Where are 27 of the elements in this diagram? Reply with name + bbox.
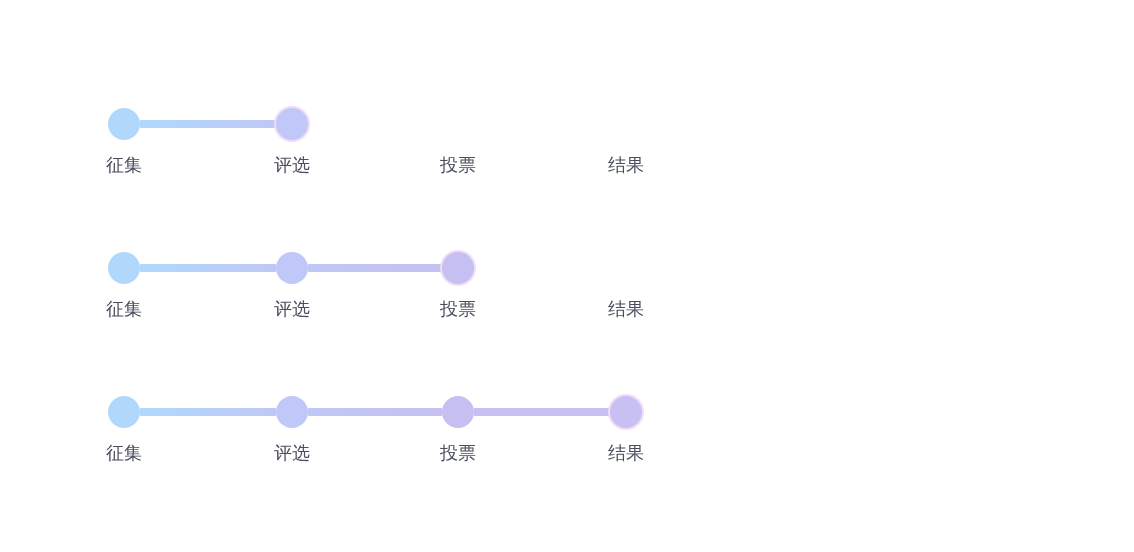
step-circle xyxy=(276,108,308,140)
step-label: 结果 xyxy=(607,442,645,464)
step-label: 征集 xyxy=(105,154,143,176)
step-circle xyxy=(442,252,474,284)
step-label: 征集 xyxy=(105,442,143,464)
step-circle xyxy=(108,252,140,284)
step-label: 评选 xyxy=(273,154,311,176)
step-label: 投票 xyxy=(439,442,477,464)
step-label: 评选 xyxy=(273,442,311,464)
progress-line xyxy=(140,120,276,128)
progress-line xyxy=(140,264,276,272)
step-label: 评选 xyxy=(273,298,311,320)
step-label: 结果 xyxy=(607,154,645,176)
step-label: 投票 xyxy=(439,298,477,320)
step-circle xyxy=(276,252,308,284)
progress-line xyxy=(308,408,442,416)
step-circle xyxy=(108,108,140,140)
progress-line xyxy=(140,408,276,416)
step-label: 结果 xyxy=(607,298,645,320)
step-label: 征集 xyxy=(105,298,143,320)
step-circle xyxy=(610,396,642,428)
step-circle xyxy=(442,396,474,428)
step-circle xyxy=(276,396,308,428)
step-label: 投票 xyxy=(439,154,477,176)
progress-line xyxy=(308,264,442,272)
progress-line xyxy=(474,408,610,416)
step-circle xyxy=(108,396,140,428)
